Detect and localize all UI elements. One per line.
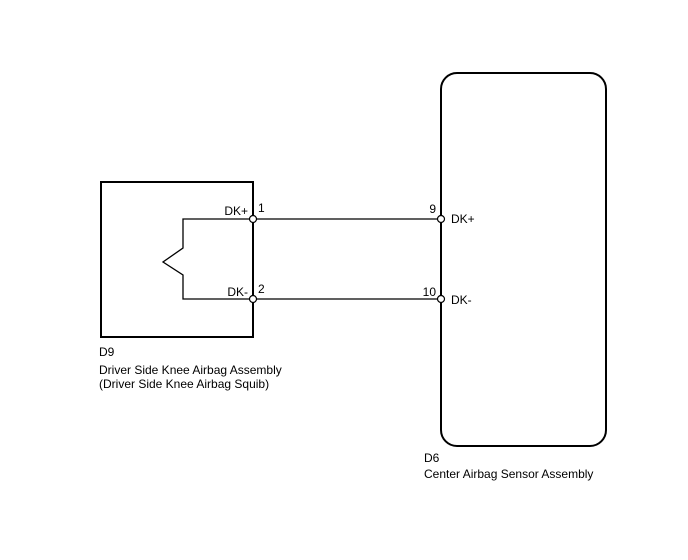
- terminal-d6-pin-9: [436, 214, 446, 224]
- d6-pin-10-signal: DK-: [451, 293, 472, 307]
- d9-component-name: Driver Side Knee Airbag Assembly: [99, 363, 282, 377]
- d6-pin-9-number: 9: [429, 202, 436, 216]
- squib-symbol: [161, 218, 253, 300]
- knee-airbag-assembly-box: [100, 181, 254, 338]
- terminal-d9-pin-2: [248, 294, 258, 304]
- d9-pin-2-signal: DK-: [227, 285, 248, 299]
- d6-connector-code: D6: [424, 451, 440, 465]
- terminal-d9-pin-1: [248, 214, 258, 224]
- d9-connector-code: D9: [99, 345, 115, 359]
- d6-component-name: Center Airbag Sensor Assembly: [424, 467, 593, 481]
- d9-pin-2-number: 2: [258, 282, 265, 296]
- d9-pin-1-signal: DK+: [224, 204, 248, 218]
- terminal-d6-pin-10: [436, 294, 446, 304]
- center-airbag-sensor-box: [440, 72, 607, 447]
- d9-pin-1-number: 1: [258, 201, 265, 215]
- d9-component-subname: (Driver Side Knee Airbag Squib): [99, 377, 269, 391]
- d6-pin-10-number: 10: [423, 285, 437, 299]
- d6-pin-9-signal: DK+: [451, 212, 475, 226]
